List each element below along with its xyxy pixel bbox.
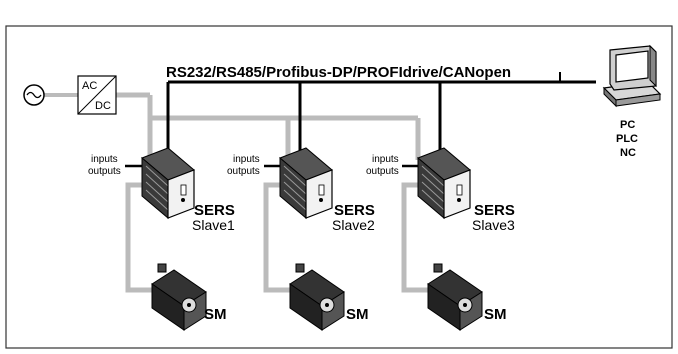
sers-label-2: SERS [334,202,375,219]
motor-label-2: SM [346,306,369,323]
power-distribution [44,92,421,160]
outputs-label-1: outputs [88,166,121,177]
motor-cables [125,182,428,293]
drive-icon-1 [141,147,195,220]
slave-unit-1: inputs outputs SERS Slave1 SM [88,147,235,331]
stepper-motor-icon-3 [427,263,483,331]
inputs-label-3: inputs [372,154,399,165]
sers-label-3: SERS [474,202,515,219]
stepper-motor-icon-1 [151,263,207,331]
sers-label-1: SERS [194,202,235,219]
host-label-plc: PLC [616,133,638,145]
drive-icon-3 [417,147,471,220]
computer-icon [602,44,662,108]
outputs-label-2: outputs [227,166,260,177]
slave-unit-3: inputs outputs SERS Slave3 SM [366,147,515,331]
slave-label-2: Slave2 [332,217,375,233]
converter-dc-label: DC [95,100,111,112]
slave-unit-2: inputs outputs SERS Slave2 SM [227,147,375,331]
host-label-pc: PC [620,119,635,131]
inputs-label-2: inputs [233,154,260,165]
drive-icon-2 [279,147,333,220]
ac-source-icon [23,84,45,106]
ac-dc-converter: AC DC [77,75,117,115]
stepper-motor-icon-2 [289,263,345,331]
slave-label-3: Slave3 [472,217,515,233]
inputs-label-1: inputs [91,154,118,165]
outputs-label-3: outputs [366,166,399,177]
diagram-frame [5,25,673,349]
converter-ac-label: AC [82,80,97,92]
slave-label-1: Slave1 [192,217,235,233]
motor-label-3: SM [484,306,507,323]
host-label-nc: NC [620,147,636,159]
motor-label-1: SM [204,306,227,323]
bus-label: RS232/RS485/Profibus-DP/PROFIdrive/CANop… [166,64,511,81]
